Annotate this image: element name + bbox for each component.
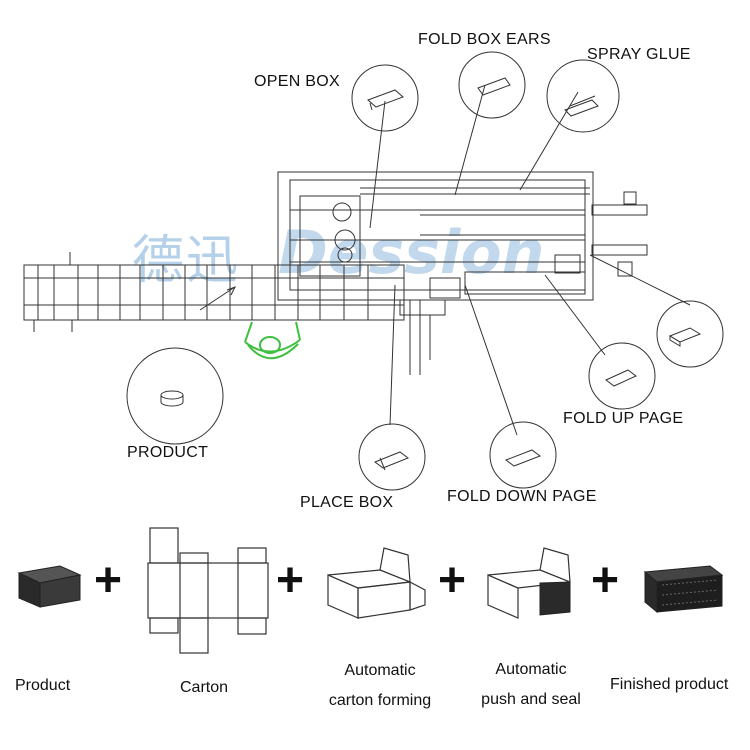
label-spray-glue: SPRAY GLUE (587, 46, 691, 63)
label-fold-down-page: FOLD DOWN PAGE (447, 488, 597, 505)
step-carton: Carton (180, 679, 229, 696)
step-push-seal-line1: Automatic (495, 661, 567, 678)
label-fold-up-page: FOLD UP PAGE (563, 410, 684, 427)
infeed-conveyor (23, 252, 405, 332)
plus-operator-1: + (94, 554, 123, 607)
carton-net (147, 527, 269, 654)
push-seal-carton (487, 547, 571, 619)
operator-figure (244, 321, 301, 360)
step-carton-forming-line2: carton forming (328, 692, 432, 709)
plus-operator-2: + (276, 554, 305, 607)
step-carton-forming-line1: Automatic (344, 662, 416, 679)
finished-product-box (643, 565, 724, 614)
step-product: Product (15, 677, 71, 694)
step-push-seal: Automatic push and seal (472, 655, 590, 715)
product-dark-box (17, 565, 82, 608)
callout-box-sketches (160, 77, 702, 471)
step-push-seal-line2: push and seal (481, 691, 581, 708)
label-product: PRODUCT (127, 444, 209, 461)
callout-circles (126, 51, 724, 491)
step-carton-forming: Automatic carton forming (320, 656, 440, 716)
step-finished-product: Finished product (610, 676, 729, 693)
forming-carton (327, 547, 426, 619)
plus-operator-4: + (591, 554, 620, 607)
plus-operator-3: + (438, 554, 467, 607)
label-place-box: PLACE BOX (300, 494, 394, 511)
leader-lines (199, 84, 691, 436)
label-open-box: OPEN BOX (254, 73, 340, 90)
machine-body (277, 171, 648, 375)
label-fold-box-ears: FOLD BOX EARS (418, 31, 551, 48)
